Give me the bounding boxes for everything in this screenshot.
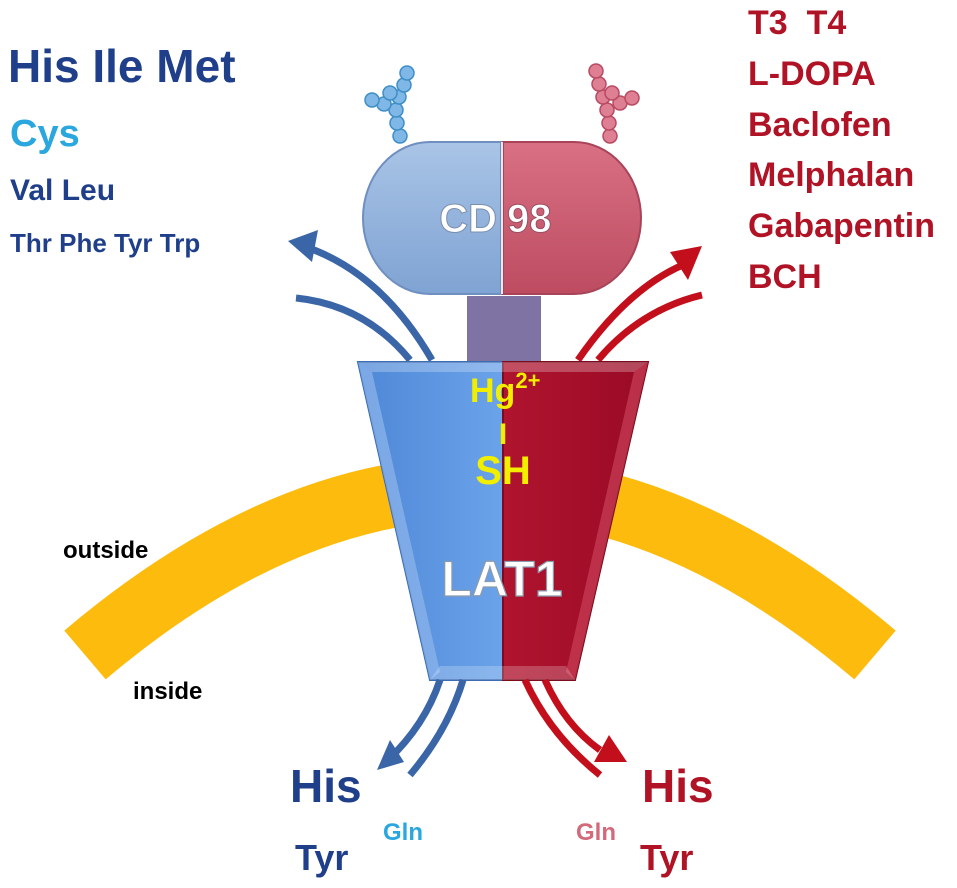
hg-charge: 2+ [515,368,540,393]
red-inflow-arrow [595,291,703,363]
bond-label: I [499,418,507,451]
thiol-label: SH [475,449,531,493]
outside-label: outside [63,537,148,564]
red-influx-arrow [521,678,603,778]
lat1-label: LAT1 [441,551,562,607]
hg-ion-label: Hg2+ [470,368,540,410]
blue-inflow-arrow [295,294,413,363]
right-substrates: T3 T4 L-DOPA Baclofen Melphalan Gabapent… [748,4,935,296]
lat1-bevel-right [566,362,648,680]
bottom-left-his: His [290,760,362,812]
cd98-stalk [467,296,541,370]
red-outflow-arrow [575,258,692,362]
lat1-bevel-bottom [430,666,575,680]
red-outflow-arrowhead [670,246,702,280]
bottom-left-tyr: Tyr [295,837,348,878]
right-substrate: Melphalan [748,156,914,194]
blue-influx-arrow [407,678,467,778]
lat1-bevel-left [358,362,440,680]
bottom-left-gln: Gln [383,819,423,846]
red-efflux-arrow [541,678,603,753]
left-substrates-line1: His Ile Met [8,40,236,92]
cd98-blue-half [362,141,502,295]
bottom-right-gln: Gln [576,819,616,846]
red-efflux-arrowhead [594,735,627,762]
cd98-label-right: 98 [507,197,552,241]
left-substrates-line2: Cys [10,113,80,155]
lat1-bevel-top [358,362,648,372]
right-substrate: BCH [748,258,822,296]
left-substrates-line4: Thr Phe Tyr Trp [10,228,200,258]
cd98-label-left: CD [439,197,497,241]
left-substrates-line3: Val Leu [10,174,115,207]
cd98-red-half [502,141,642,295]
bottom-right-tyr: Tyr [640,837,693,878]
blue-outflow-arrowhead [288,230,318,262]
blue-efflux-arrowhead [377,740,404,770]
bottom-right-his: His [642,760,714,812]
inside-label: inside [133,678,202,705]
blue-glycan-icon [364,65,415,144]
right-substrate: L-DOPA [748,55,876,93]
red-glycan-icon [588,63,640,144]
right-substrate: Gabapentin [748,207,935,245]
right-substrate: T3 T4 [748,4,846,42]
blue-outflow-arrow [298,241,436,362]
right-substrate: Baclofen [748,106,892,144]
